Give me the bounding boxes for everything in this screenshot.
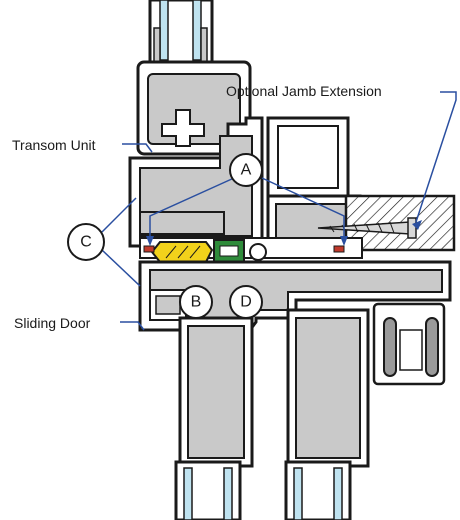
label-transom-unit: Transom Unit <box>12 137 96 153</box>
svg-text:C: C <box>80 234 92 251</box>
callout-d: D <box>229 285 263 319</box>
callout-b: B <box>179 285 213 319</box>
roller-assembly <box>372 302 446 386</box>
label-jamb-extension: Optional Jamb Extension <box>226 83 382 99</box>
svg-text:B: B <box>191 294 202 311</box>
svg-text:A: A <box>241 162 252 179</box>
transom-glazing <box>148 0 214 74</box>
callout-c: C <box>67 223 105 261</box>
arrowheads <box>146 220 422 246</box>
callout-a: A <box>229 153 263 187</box>
gasket-b-yellow <box>150 241 214 263</box>
door-panel-right <box>286 308 370 468</box>
label-sliding-door: Sliding Door <box>14 315 91 331</box>
transom-frame <box>128 116 362 248</box>
gasket-channel <box>139 237 363 263</box>
door-glazing-right <box>284 460 352 520</box>
door-glazing-left <box>174 460 242 520</box>
jamb-extension <box>317 194 456 252</box>
transom-sash-profile <box>136 60 252 156</box>
leader-lines <box>101 91 457 331</box>
svg-text:D: D <box>240 294 252 311</box>
door-panel-left <box>178 316 254 468</box>
gasket-d-green <box>213 239 245 263</box>
